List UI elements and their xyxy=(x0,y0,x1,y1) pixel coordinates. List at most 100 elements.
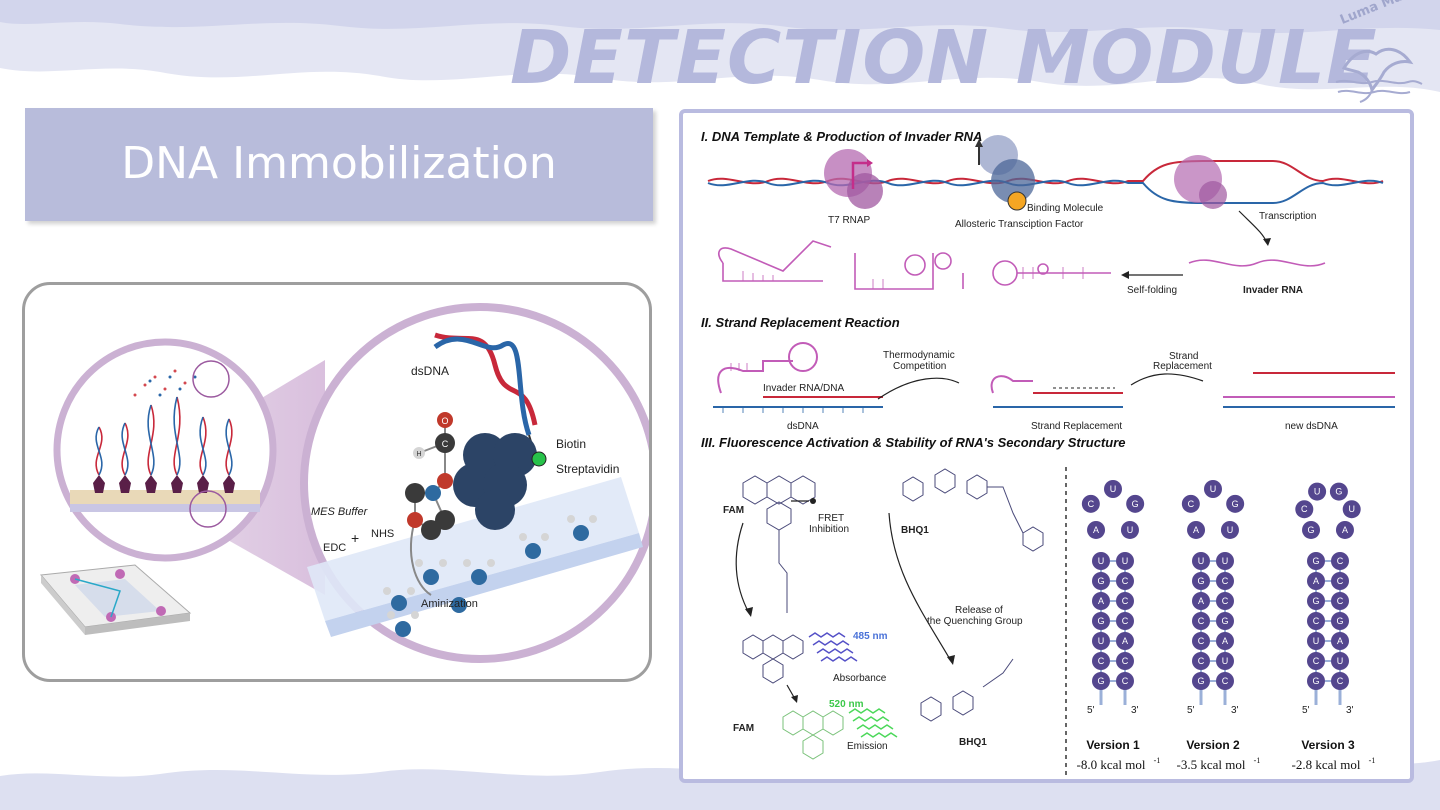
nucleotide-stem_right xyxy=(1216,632,1234,650)
nucleotide-label: C xyxy=(1198,636,1205,646)
nucleotide-label: U xyxy=(1348,504,1355,514)
oxygen-atom-label: O xyxy=(441,416,448,426)
fam-bhq1-molecules xyxy=(742,468,1044,722)
section-banner-title: DNA Immobilization xyxy=(121,138,557,189)
nucleotide-stem_right xyxy=(1331,672,1349,690)
nucleotide-stem_right xyxy=(1216,572,1234,590)
nucleotide-stem_right xyxy=(1216,652,1234,670)
version-energy: -8.0 kcal mol xyxy=(1077,757,1146,772)
version-energy: -3.5 kcal mol xyxy=(1177,757,1246,772)
version-name: Version 3 xyxy=(1301,738,1355,752)
nucleotide-label: U xyxy=(1110,484,1117,494)
nucleotide-label: C xyxy=(1122,676,1129,686)
amine-groups xyxy=(383,515,597,637)
nucleotide-label: C xyxy=(1337,596,1344,606)
nucleotide-label: G xyxy=(1312,676,1319,686)
nucleotide-stem_left xyxy=(1307,592,1325,610)
nucleotide-stem_right xyxy=(1216,612,1234,630)
three-prime-label: 3' xyxy=(1346,705,1354,716)
nucleotide-loop xyxy=(1220,520,1239,539)
edc-label: EDC xyxy=(323,542,346,554)
nucleotide-label: A xyxy=(1093,525,1099,535)
chemistry-closeup-circle: O H C xyxy=(300,303,649,663)
release-label-2: the Quenching Group xyxy=(927,616,1023,627)
nucleotide-label: G xyxy=(1308,525,1315,535)
nucleotide-loop xyxy=(1335,520,1354,539)
nucleotide-stem_right xyxy=(1116,672,1134,690)
nucleotide-stem_left xyxy=(1307,632,1325,650)
nucleotide-label: G xyxy=(1312,596,1319,606)
edc-nhs-molecule: O H C xyxy=(405,412,455,596)
nucleotide-stem_right xyxy=(1116,592,1134,610)
fret-label-2: Inhibition xyxy=(809,524,849,535)
nucleotide-label: U xyxy=(1122,556,1129,566)
nucleotide-label: G xyxy=(1335,487,1342,497)
nucleotide-label: C xyxy=(1313,656,1320,666)
thermo-label-1: Thermodynamic xyxy=(883,350,955,361)
t7-rnap-icon xyxy=(824,149,883,209)
nucleotide-stem_left xyxy=(1092,672,1110,690)
strand-label-2: Replacement xyxy=(1153,361,1212,372)
nucleotide-label: U xyxy=(1313,636,1320,646)
thermo-label-2: Competition xyxy=(893,361,946,372)
nucleotide-stem_right xyxy=(1331,592,1349,610)
nucleotide-stem_left xyxy=(1092,572,1110,590)
nucleotide-stem_left xyxy=(1192,612,1210,630)
detection-scheme-svg: I. DNA Template & Production of Invader … xyxy=(701,129,1395,775)
hydrogen-atom-label: H xyxy=(416,451,421,458)
dna-template-strand xyxy=(707,160,1384,204)
plus-sign: + xyxy=(351,530,359,546)
nucleotide-label: C xyxy=(1222,576,1229,586)
invader-rna-dna-label: Invader RNA/DNA xyxy=(763,383,844,394)
nucleotide-label: A xyxy=(1337,636,1343,646)
nucleotide-stem_right xyxy=(1216,552,1234,570)
surface-closeup-circle xyxy=(53,338,277,562)
detection-scheme-panel: I. DNA Template & Production of Invader … xyxy=(679,109,1414,783)
aminization-label: Aminization xyxy=(421,598,478,610)
rna-folded-structures xyxy=(718,240,1111,290)
nucleotide-stem_right xyxy=(1216,672,1234,690)
nucleotide-loop xyxy=(1120,520,1139,539)
nucleotide-label: C xyxy=(1122,576,1129,586)
nucleotide-stem_left xyxy=(1192,632,1210,650)
nucleotide-label: C xyxy=(1337,676,1344,686)
nucleotide-label: G xyxy=(1197,676,1204,686)
invader-rna-strand xyxy=(1188,259,1326,267)
absorbance-wave-icon xyxy=(808,632,858,662)
manta-ray-icon xyxy=(1335,47,1423,103)
nucleotide-label: A xyxy=(1342,525,1348,535)
nucleotide-stem_right xyxy=(1331,552,1349,570)
nucleotide-stem_left xyxy=(1192,672,1210,690)
energy-superscript: -1 xyxy=(1154,756,1161,765)
bhq1-top-label: BHQ1 xyxy=(901,525,929,536)
section-2-title: II. Strand Replacement Reaction xyxy=(701,315,900,330)
mes-buffer-label: MES Buffer xyxy=(311,506,369,518)
nucleotide-loop xyxy=(1204,480,1222,498)
allosteric-factor-icon xyxy=(975,135,1035,211)
nucleotide-stem_left xyxy=(1092,652,1110,670)
streptavidin-label: Streptavidin xyxy=(556,462,619,476)
nucleotide-stem_left xyxy=(1192,572,1210,590)
nucleotide-stem_left xyxy=(1092,592,1110,610)
nucleotide-label: G xyxy=(1097,576,1104,586)
nucleotide-stem_right xyxy=(1331,572,1349,590)
page-title: DETECTION MODULE xyxy=(510,15,1378,101)
nucleotide-stem_right xyxy=(1116,652,1134,670)
version-energy: -2.8 kcal mol xyxy=(1292,757,1361,772)
nucleotide-label: C xyxy=(1222,676,1229,686)
nucleotide-loop xyxy=(1087,520,1106,539)
nhs-label: NHS xyxy=(371,528,394,540)
nucleotide-loop xyxy=(1126,494,1145,513)
rna-base-pairs xyxy=(742,267,1084,289)
nucleotide-stem_left xyxy=(1307,652,1325,670)
nucleotide-label: G xyxy=(1312,556,1319,566)
nucleotide-label: A xyxy=(1122,636,1128,646)
nucleotide-stem_left xyxy=(1307,612,1325,630)
nucleotide-label: C xyxy=(1222,596,1229,606)
nucleotide-loop xyxy=(1081,494,1100,513)
nucleotide-loop xyxy=(1181,494,1200,513)
version-name: Version 1 xyxy=(1086,738,1140,752)
self-folding-label: Self-folding xyxy=(1127,285,1177,296)
nucleotide-label: C xyxy=(1313,616,1320,626)
